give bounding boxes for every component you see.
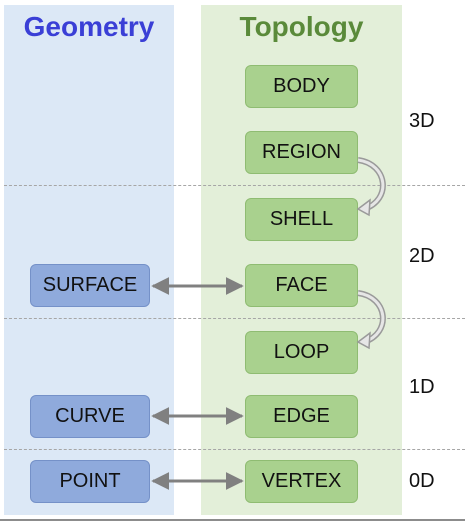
dimension-label-0d: 0D [409, 470, 435, 492]
topology-shell-box: SHELL [245, 198, 358, 241]
topology-vertex-box: VERTEX [245, 460, 358, 503]
dimension-label-1d: 1D [409, 376, 435, 398]
divider-2d-1d [4, 318, 465, 319]
topology-region-box: REGION [245, 131, 358, 174]
topology-loop-box: LOOP [245, 331, 358, 374]
dimension-label-2d: 2D [409, 245, 435, 267]
geometry-curve-box: CURVE [30, 395, 150, 438]
divider-1d-0d [4, 449, 465, 450]
geometry-surface-box: SURFACE [30, 264, 150, 307]
topology-body-box: BODY [245, 65, 358, 108]
geometry-title: Geometry [23, 11, 155, 42]
geometry-point-box: POINT [30, 460, 150, 503]
dimension-label-3d: 3D [409, 110, 435, 132]
divider-3d-2d [4, 185, 465, 186]
topology-face-box: FACE [245, 264, 358, 307]
topology-edge-box: EDGE [245, 395, 358, 438]
region-shell-curved-arrow [356, 157, 386, 217]
face-loop-curved-arrow [356, 290, 386, 350]
bottom-rule [0, 519, 465, 521]
topology-title: Topology [239, 11, 364, 42]
